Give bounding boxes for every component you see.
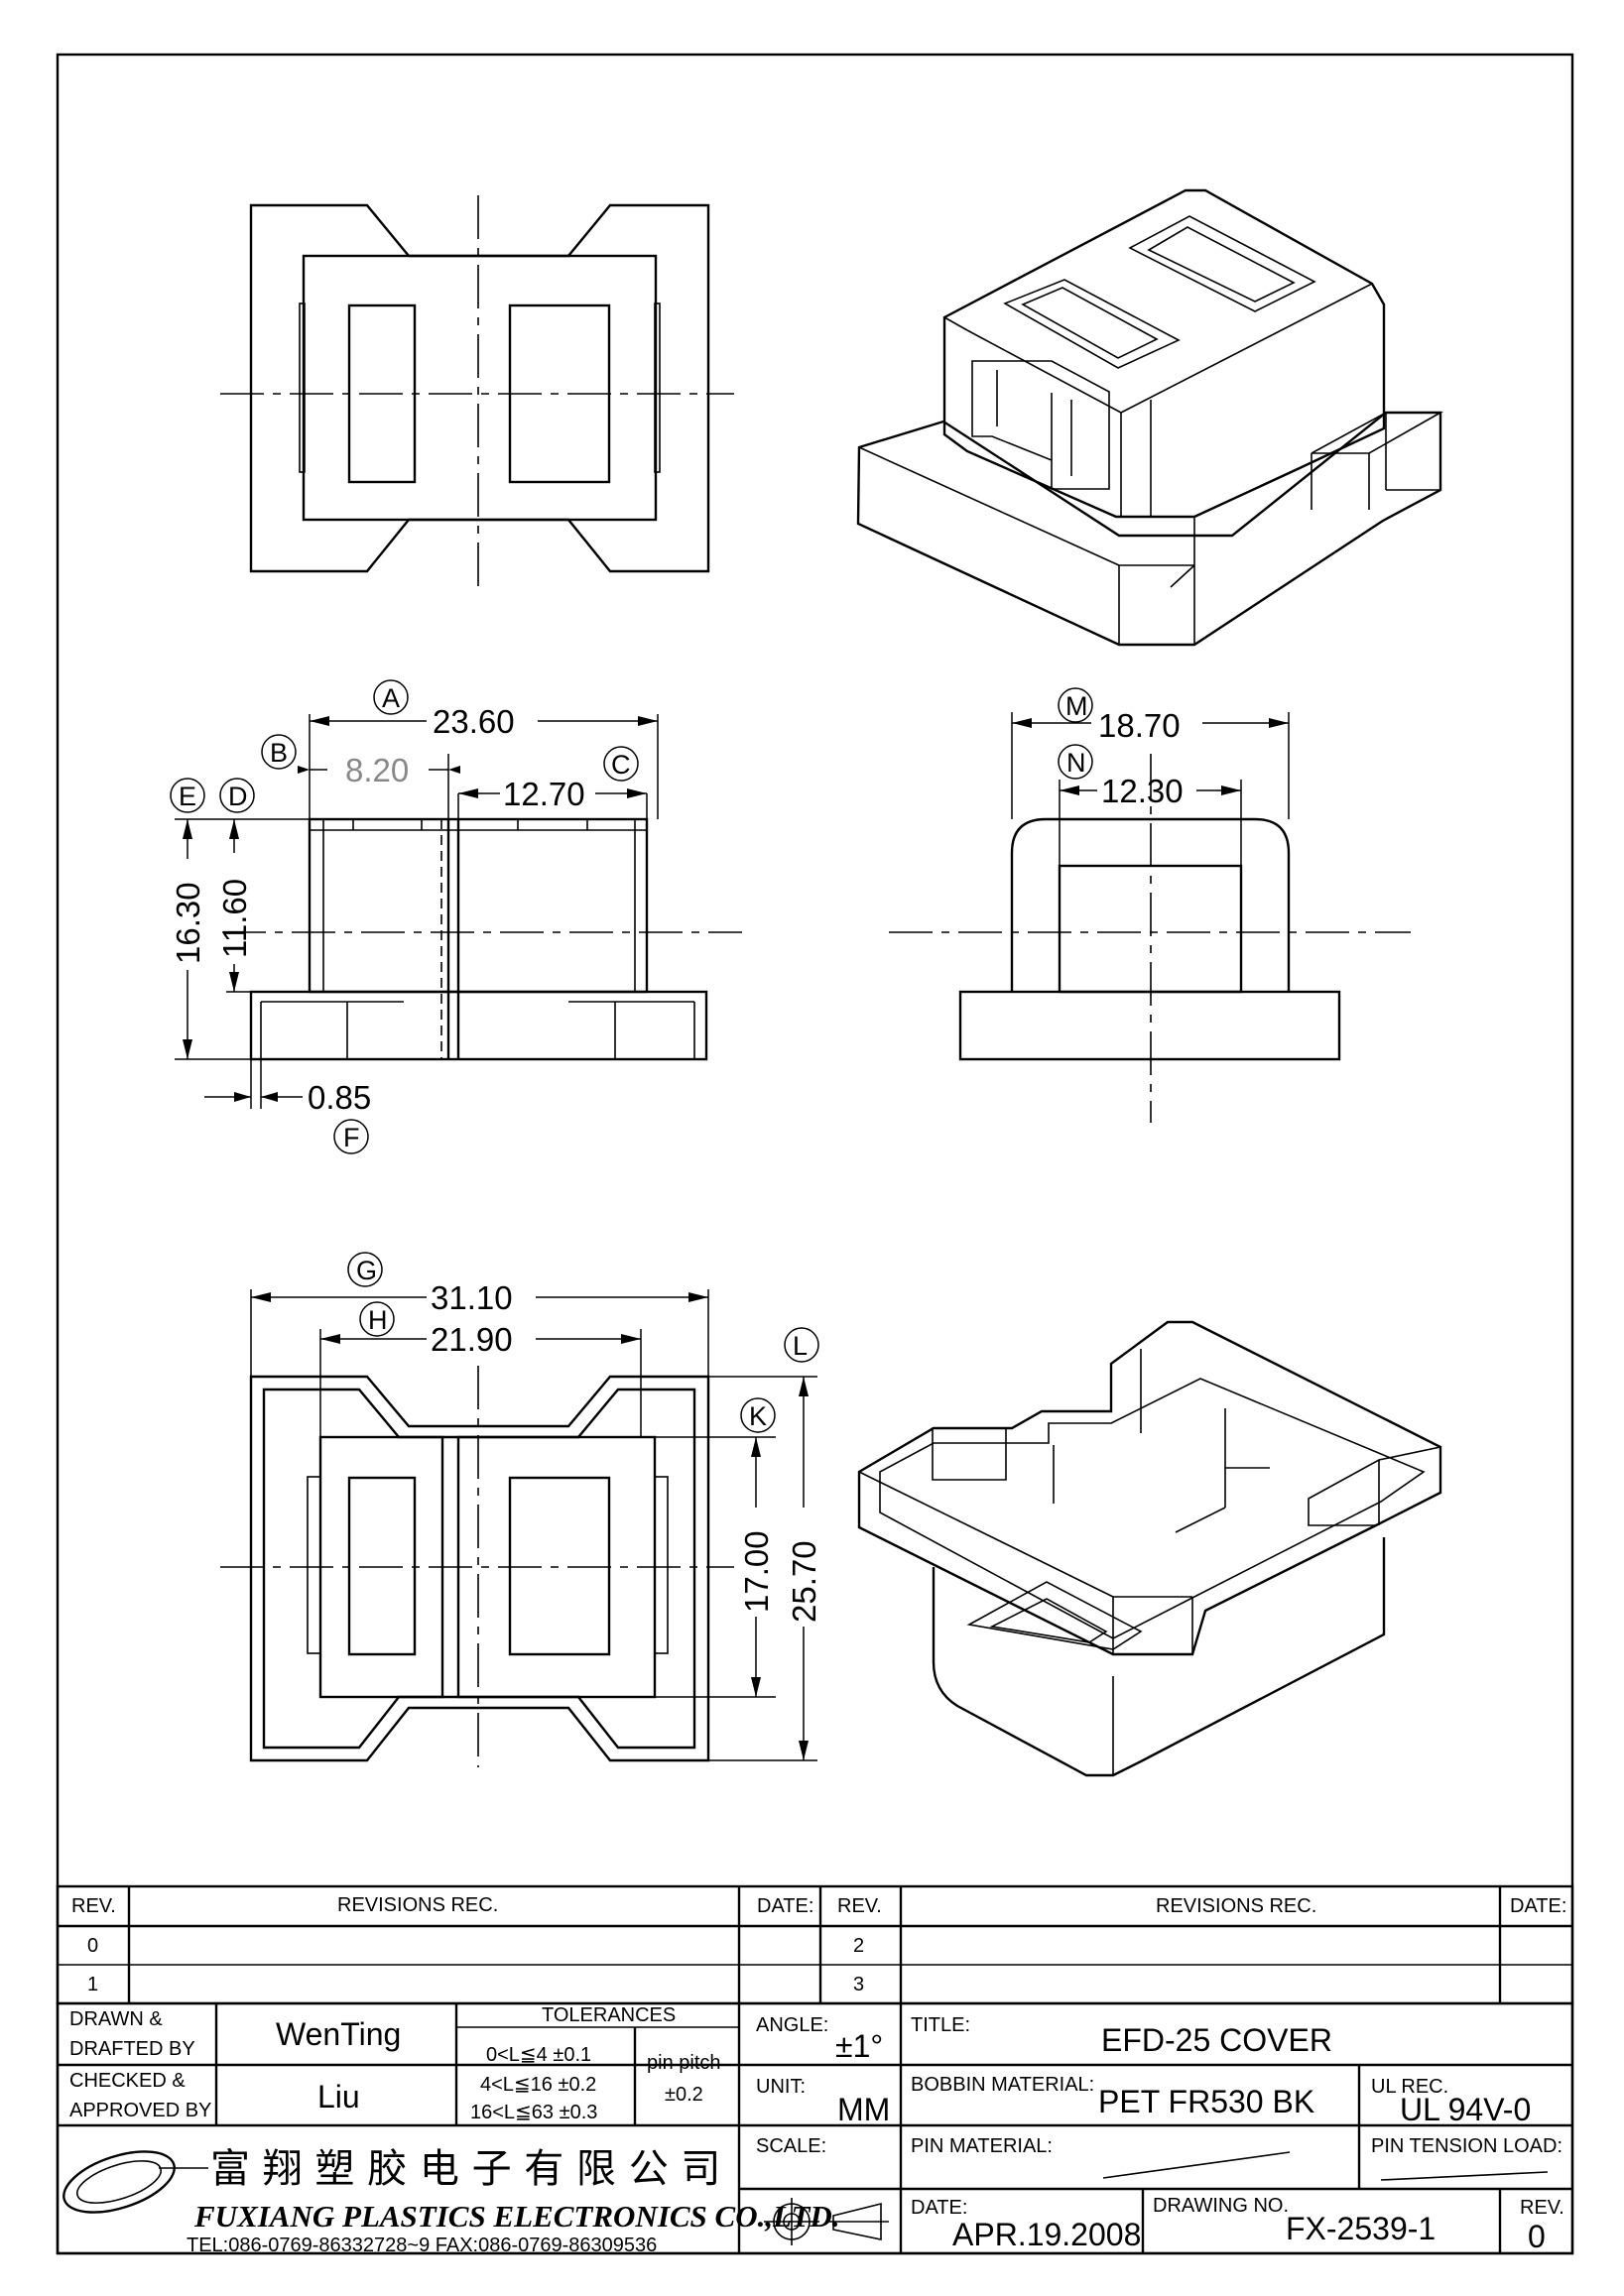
pin-pitch-value: ±0.2 [665,2084,703,2106]
sheet-border [56,53,1574,2255]
date-label: DATE: [911,2197,967,2219]
revisions-header-left: REVISIONS REC. [337,1894,498,1916]
side-view [222,817,742,1061]
title-value: EFD-25 COVER [1101,2022,1332,2058]
rev-header-left: REV. [71,1895,116,1917]
bobbin-material-label: BOBBIN MATERIAL: [911,2074,1094,2096]
pin-tension-label: PIN TENSION LOAD: [1371,2135,1562,2157]
date-header-left: DATE: [757,1895,813,1917]
dim-bubble-D: D [228,782,248,811]
company-contact: TEL:086-0769-86332728~9 FAX:086-0769-863… [187,2235,657,2256]
company-logo [62,2150,208,2214]
dim-value-A: 23.60 [433,703,515,740]
title-label: TITLE: [911,2014,970,2036]
rev-row-0: 0 [87,1935,98,1957]
isometric-top-view [856,188,1444,647]
dim-bubble-L: L [793,1331,808,1361]
dim-bubble-B: B [270,738,288,768]
dim-value-C: 12.70 [503,776,585,812]
rev-row-2: 2 [853,1935,864,1957]
date-value: APR.19.2008 [952,2217,1141,2252]
dim-bubble-E: E [179,782,196,811]
rev-row-1: 1 [87,1974,98,1995]
rev-header-right: REV. [837,1895,882,1917]
dim-value-G: 31.10 [431,1279,513,1316]
dim-bubble-M: M [1065,691,1088,721]
dim-value-K: 17.00 [738,1530,775,1613]
dim-value-B: 8.20 [345,752,409,788]
tolerances-label: TOLERANCES [542,2004,676,2026]
dimensions-side-view: 23.60 A 8.20 B 12.70 C 16.30 E [170,679,659,1154]
dim-value-N: 12.30 [1101,773,1184,809]
angle-value: ±1° [835,2028,883,2064]
ul-rec-label: UL REC. [1371,2076,1448,2098]
dim-bubble-A: A [382,683,400,713]
drawing-no-value: FX-2539-1 [1286,2211,1436,2246]
dim-bubble-K: K [749,1401,767,1431]
pin-pitch-label: pin pitch [647,2052,721,2074]
date-header-right: DATE: [1510,1895,1566,1917]
unit-value: MM [837,2092,890,2127]
dim-bubble-H: H [368,1305,388,1335]
drawing-no-label: DRAWING NO. [1153,2195,1289,2217]
rev-value: 0 [1528,2219,1546,2254]
revision-table: REV. REVISIONS REC. DATE: REV. REVISIONS… [56,1884,1574,2005]
dim-bubble-F: F [343,1123,360,1152]
scale-label: SCALE: [756,2135,826,2157]
checked-label-1: CHECKED & [69,2070,186,2092]
company-name-english: FUXIANG PLASTICS ELECTRONICS CO.,LTD. [193,2199,840,2234]
dimensions-end-view: 18.70 M 12.30 N [1011,687,1290,866]
dimensions-bottom-view: 31.10 G 21.90 H 17.00 K 25.70 L [250,1252,822,1761]
drawn-by-value: WenTing [276,2016,401,2052]
end-view [889,754,1411,1123]
pin-material-label: PIN MATERIAL: [911,2135,1053,2157]
checked-label-2: APPROVED BY [69,2100,211,2121]
angle-label: ANGLE: [756,2014,828,2036]
rev-row-3: 3 [853,1974,864,1995]
rev-label: REV. [1520,2197,1564,2219]
drawn-label-2: DRAFTED BY [69,2038,195,2060]
tolerance-row-2: 4<L≦16 ±0.2 [480,2074,596,2096]
bobbin-material-value: PET FR530 BK [1098,2084,1314,2119]
dim-bubble-G: G [356,1256,377,1285]
dim-value-H: 21.90 [431,1321,513,1358]
dim-bubble-N: N [1066,748,1086,778]
dim-value-E: 16.30 [170,882,206,964]
tolerance-row-3: 16<L≦63 ±0.3 [470,2102,597,2123]
dim-value-F: 0.85 [308,1079,371,1116]
isometric-bottom-view [857,1320,1442,1777]
dim-value-M: 18.70 [1098,707,1181,744]
revisions-header-right: REVISIONS REC. [1156,1895,1316,1917]
dim-value-L: 25.70 [786,1540,822,1623]
top-view [220,195,734,590]
checked-by-value: Liu [317,2079,360,2115]
bottom-view [220,1366,734,1767]
drawn-label-1: DRAWN & [69,2008,163,2030]
ul-rec-value: UL 94V-0 [1400,2092,1531,2127]
tolerance-row-1: 0<L≦4 ±0.1 [486,2044,591,2066]
title-block: DRAWN & DRAFTED BY WenTing CHECKED & APP… [56,2001,1574,2256]
dim-bubble-C: C [611,750,631,780]
projection-symbol-icon [764,2198,889,2245]
unit-label: UNIT: [756,2076,806,2098]
dim-value-D: 11.60 [216,879,253,958]
company-name-chinese: 富 翔 塑 胶 电 子 有 限 公 司 [210,2146,720,2192]
